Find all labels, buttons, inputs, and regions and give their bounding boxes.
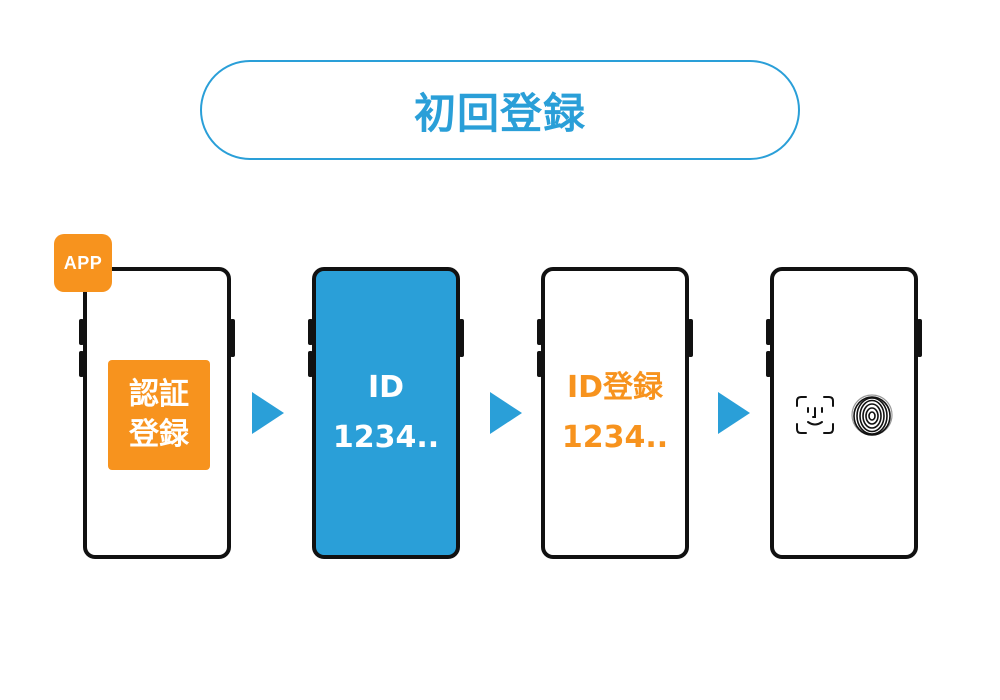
phone-step-1: 認証 登録 bbox=[79, 267, 235, 559]
side-button bbox=[766, 351, 771, 377]
id-register-display: ID登録 1234.. bbox=[545, 363, 685, 463]
side-button bbox=[230, 319, 235, 357]
auth-label-line1: 認証 bbox=[129, 377, 189, 412]
side-button bbox=[917, 319, 922, 357]
title-pill: 初回登録 bbox=[200, 60, 800, 160]
side-button bbox=[537, 351, 542, 377]
phone-step-2: ID 1234.. bbox=[308, 267, 464, 559]
arrow-icon bbox=[718, 392, 750, 434]
arrow-icon bbox=[490, 392, 522, 434]
auth-register-box: 認証 登録 bbox=[108, 360, 210, 470]
page-title: 初回登録 bbox=[413, 88, 586, 138]
biometric-icons bbox=[774, 393, 914, 437]
side-button bbox=[308, 351, 313, 377]
side-button bbox=[79, 319, 84, 345]
arrow-icon bbox=[252, 392, 284, 434]
id-label: ID bbox=[367, 370, 405, 405]
auth-label-line2: 登録 bbox=[129, 417, 189, 452]
id-register-value: 1234.. bbox=[561, 420, 669, 455]
side-button bbox=[308, 319, 313, 345]
side-button bbox=[79, 351, 84, 377]
face-id-icon bbox=[796, 396, 834, 434]
side-button bbox=[688, 319, 693, 357]
side-button bbox=[537, 319, 542, 345]
fingerprint-icon bbox=[851, 394, 893, 436]
id-value: 1234.. bbox=[332, 420, 440, 455]
phone-step-3: ID登録 1234.. bbox=[537, 267, 693, 559]
side-button bbox=[459, 319, 464, 357]
id-register-label: ID登録 bbox=[566, 370, 664, 405]
side-button bbox=[766, 319, 771, 345]
app-badge: APP bbox=[54, 234, 112, 292]
id-display: ID 1234.. bbox=[316, 363, 456, 463]
phone-step-4 bbox=[766, 267, 922, 559]
